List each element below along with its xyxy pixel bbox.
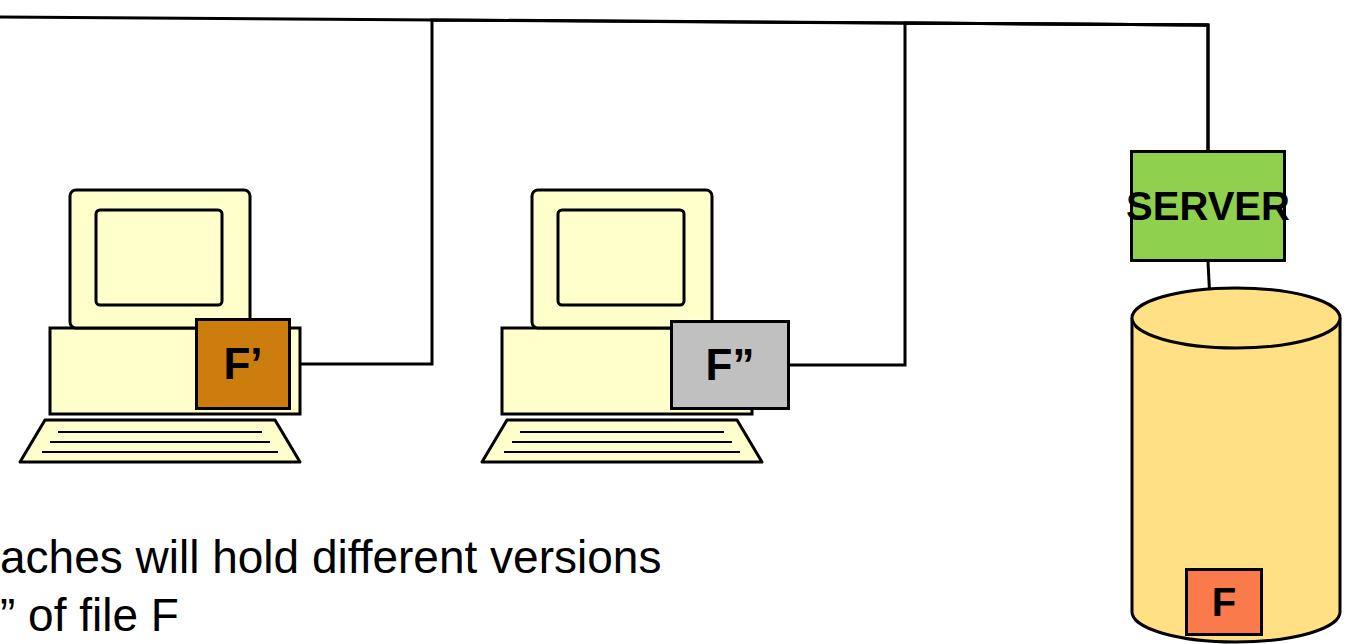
node-text: F — [1212, 580, 1236, 625]
cached-file-box: F’ — [195, 318, 291, 410]
file-box: F — [1185, 568, 1263, 636]
node-text: SERVER — [1126, 184, 1290, 229]
node-text: F” — [706, 340, 755, 390]
network-wire — [291, 20, 1208, 364]
workstation — [20, 190, 300, 462]
network-bus — [0, 17, 1208, 25]
server-box: SERVER — [1130, 150, 1286, 262]
disk-cylinder — [1132, 288, 1340, 642]
caption-text: ” of file F — [0, 588, 179, 642]
node-text: F’ — [223, 339, 262, 389]
cached-file-box: F” — [670, 320, 790, 410]
caption-text: aches will hold different versions — [0, 530, 661, 584]
